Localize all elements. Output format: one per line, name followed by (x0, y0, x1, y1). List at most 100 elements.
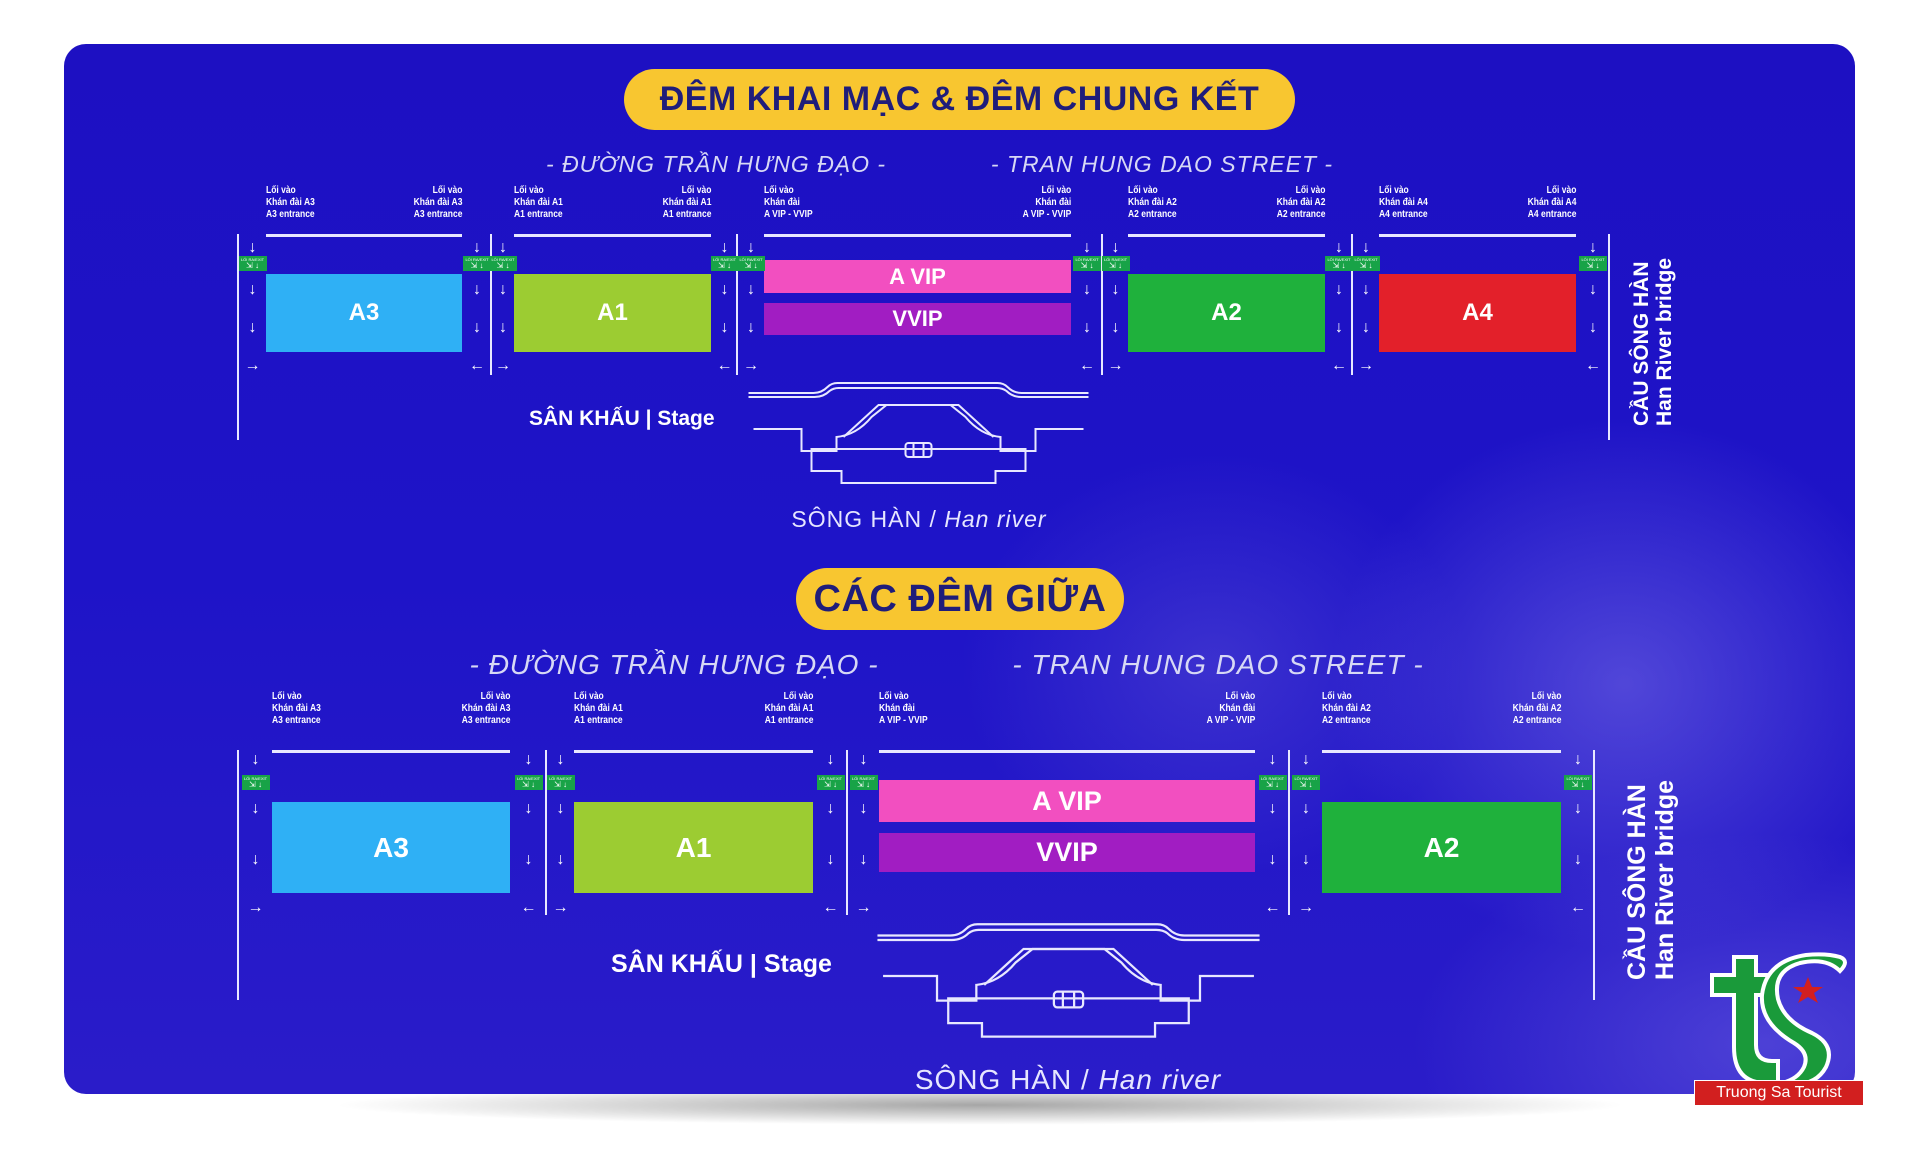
entrance-label-line: A1 entrance (514, 209, 563, 220)
side-arrow-icon: ← (1570, 899, 1586, 916)
exit-sign-text: LỐI RA/EXIT (1327, 257, 1351, 262)
entrance-label-line: A1 entrance (764, 715, 813, 726)
divider-line (490, 234, 492, 375)
down-arrow-icon: ↓ (747, 239, 755, 256)
down-arrow-icon: ↓ (747, 281, 755, 298)
stage-diagram (877, 923, 1260, 1038)
exit-sign-icon: LỐI RA/EXIT⇲ ↓ (1579, 256, 1607, 271)
down-arrow-icon: ↓ (473, 239, 481, 256)
side-arrow-icon: → (1107, 357, 1124, 374)
down-arrow-icon: ↓ (826, 851, 835, 868)
exit-running-man-icon: ⇲ ↓ (1359, 261, 1373, 270)
logo-caption: Truong Sa Tourist (1694, 1080, 1864, 1106)
exit-running-man-icon: ⇲ ↓ (470, 261, 484, 270)
stage-label: SÂN KHẤU | Stage (529, 407, 715, 430)
side-arrow-icon: → (743, 357, 759, 374)
down-arrow-icon: ↓ (747, 319, 755, 336)
down-arrow-icon: ↓ (251, 800, 260, 817)
down-arrow-icon: ↓ (1589, 281, 1597, 298)
entrance-label-line: Lối vào (783, 691, 813, 702)
exit-sign-icon: LỐI RA/EXIT⇲ ↓ (463, 256, 491, 271)
entrance-label-line: Khán đài A2 (1276, 197, 1325, 208)
down-arrow-icon: ↓ (248, 281, 257, 298)
exit-sign-icon: LỐI RA/EXIT⇲ ↓ (1292, 775, 1320, 790)
entrance-label-line: Khán đài A1 (764, 703, 813, 714)
side-arrow-icon: → (855, 899, 872, 916)
exit-sign-icon: LỐI RA/EXIT⇲ ↓ (514, 775, 543, 790)
river-label-vi: SÔNG HÀN / (791, 506, 937, 532)
exit-sign-text: LỐI RA/EXIT (548, 776, 573, 781)
entrance-label-line: Khán đài A1 (514, 197, 563, 208)
entrance-label-line: Lối vào (1225, 691, 1255, 702)
down-arrow-icon: ↓ (1083, 319, 1091, 336)
down-arrow-icon: ↓ (1335, 239, 1343, 256)
down-arrow-icon: ↓ (499, 319, 507, 336)
top-boundary-line (1379, 234, 1576, 237)
exit-sign-text: LỐI RA/EXIT (739, 257, 763, 262)
divider-line (1351, 234, 1353, 375)
entrance-label-line: Lối vào (480, 691, 510, 702)
exit-sign-text: LỐI RA/EXIT (1294, 776, 1318, 781)
side-arrow-icon: → (244, 357, 261, 374)
exit-sign-text: LỐI RA/EXIT (1354, 257, 1378, 262)
street-label-vi: - ĐƯỜNG TRẦN HƯNG ĐẠO - (469, 649, 879, 680)
exit-running-man-icon: ⇲ ↓ (744, 261, 758, 270)
exit-running-man-icon: ⇲ ↓ (1586, 261, 1600, 270)
entrance-label-line: Lối vào (1041, 185, 1071, 196)
top-boundary-line (764, 234, 1071, 237)
stand-a3: A3 (266, 274, 462, 352)
entrance-label-line: A2 entrance (1276, 209, 1325, 220)
top-boundary-line (574, 750, 813, 753)
exit-sign-icon: LỐI RA/EXIT⇲ ↓ (1325, 256, 1353, 271)
entrance-label-line: Khán đài A3 (461, 703, 510, 714)
stand-a1: A1 (514, 274, 711, 352)
entrance-label-line: Lối vào (1295, 185, 1325, 196)
exit-sign-text: LỐI RA/EXIT (818, 776, 843, 781)
section-title-pill: CÁC ĐÊM GIỮA (796, 568, 1124, 630)
down-arrow-icon: ↓ (556, 851, 565, 868)
bridge-label-en: Han River bridge (1653, 257, 1677, 426)
side-arrow-icon: → (495, 357, 511, 374)
exit-sign-icon: LỐI RA/EXIT⇲ ↓ (816, 775, 845, 790)
divider-line (237, 234, 239, 440)
down-arrow-icon: ↓ (1362, 319, 1370, 336)
river-label-en: Han river (1098, 1064, 1222, 1095)
top-boundary-line (1322, 750, 1561, 753)
divider-line (1593, 750, 1595, 1000)
divider-line (846, 750, 848, 915)
bridge-label-vi: CẦU SÔNG HÀN (1630, 261, 1653, 426)
entrance-label-line: Khán đài A2 (1128, 197, 1177, 208)
side-arrow-icon: ← (1264, 899, 1281, 916)
exit-sign-text: LỐI RA/EXIT (1581, 257, 1605, 262)
exit-sign-icon: LỐI RA/EXIT⇲ ↓ (710, 256, 739, 271)
down-arrow-icon: ↓ (1362, 281, 1370, 298)
down-arrow-icon: ↓ (556, 800, 565, 817)
top-boundary-line (879, 750, 1255, 753)
entrance-label-line: Khán đài A4 (1527, 197, 1576, 208)
divider-line (1608, 234, 1610, 440)
down-arrow-icon: ↓ (859, 800, 868, 817)
entrance-label-line: Khán đài A2 (1322, 703, 1371, 714)
side-arrow-icon: ← (520, 899, 537, 916)
down-arrow-icon: ↓ (524, 800, 533, 817)
exit-sign-icon: LỐI RA/EXIT⇲ ↓ (1101, 256, 1130, 271)
entrance-label-line: Khán đài (1035, 197, 1071, 208)
down-arrow-icon: ↓ (859, 751, 868, 768)
exit-sign-text: LỐI RA/EXIT (516, 776, 541, 781)
divider-line (545, 750, 547, 915)
entrance-label-line: Khán đài A2 (1512, 703, 1561, 714)
street-label-en: - TRAN HUNG DAO STREET - (990, 150, 1334, 177)
entrance-label-line: Khán đài A1 (662, 197, 711, 208)
down-arrow-icon: ↓ (1268, 851, 1277, 868)
exit-sign-icon: LỐI RA/EXIT⇲ ↓ (546, 775, 575, 790)
down-arrow-icon: ↓ (251, 751, 260, 768)
exit-sign-icon: LỐI RA/EXIT⇲ ↓ (489, 256, 517, 271)
exit-sign-icon: LỐI RA/EXIT⇲ ↓ (238, 256, 267, 271)
exit-running-man-icon: ⇲ ↓ (249, 780, 262, 789)
divider-line (1288, 750, 1290, 915)
